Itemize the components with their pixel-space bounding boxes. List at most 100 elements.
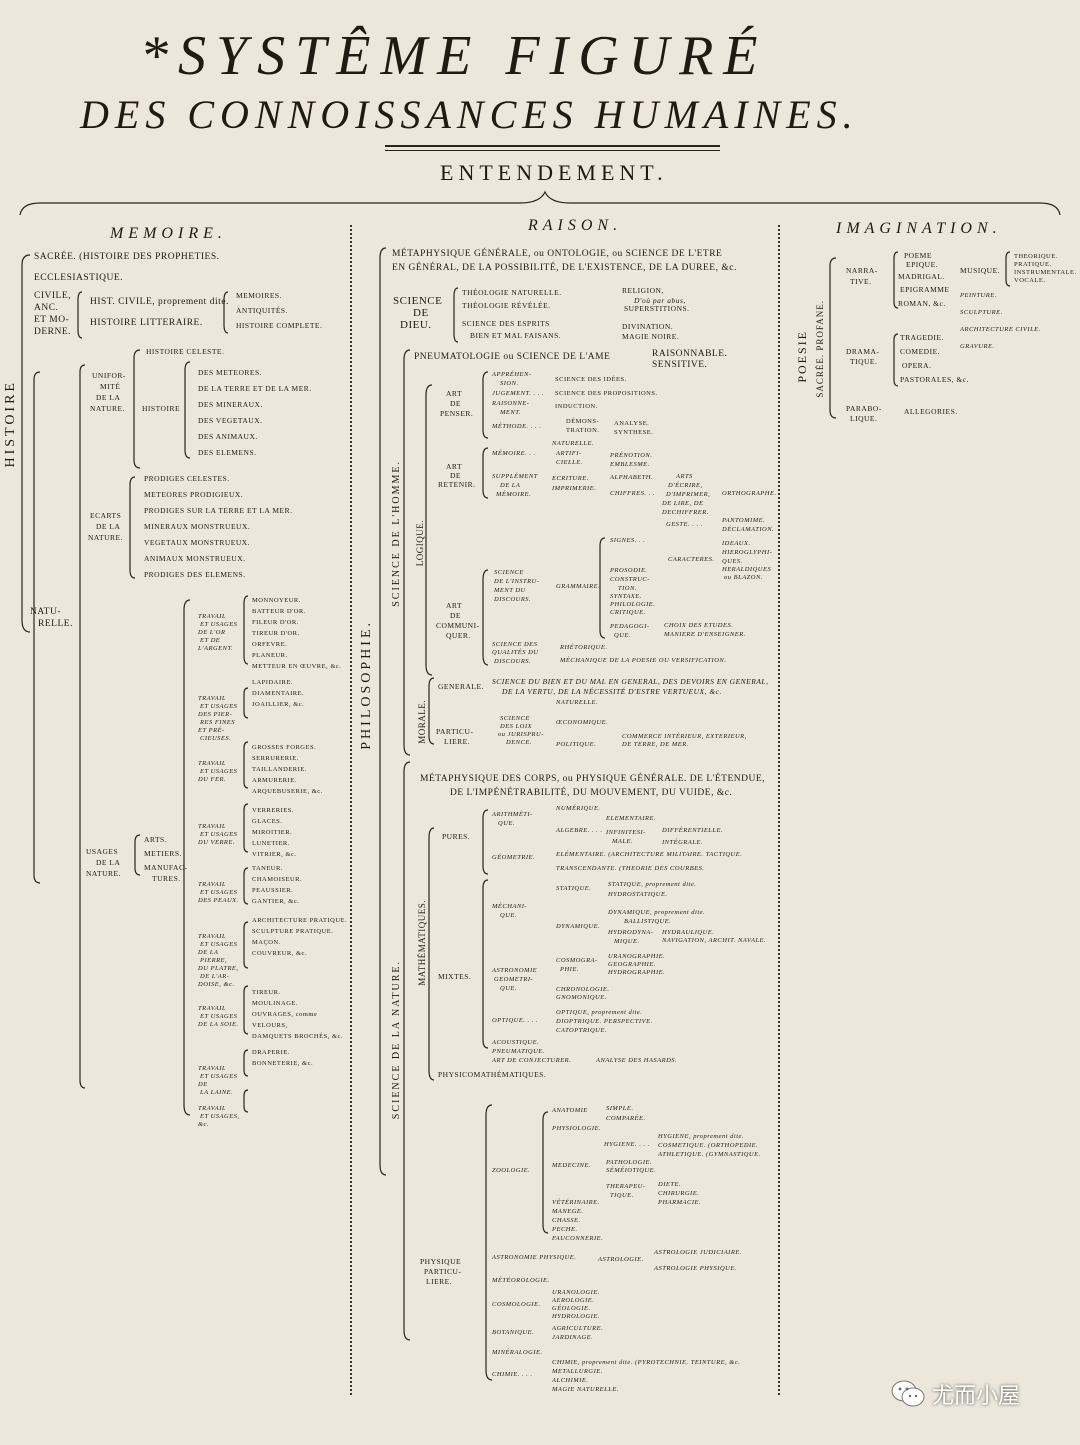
label-travail: TRAVAIL xyxy=(198,1065,226,1072)
item-generale: DE LA VERTU, DE LA NÉCESSITÉ D'ESTRE VER… xyxy=(502,687,722,696)
label-travail: DE L'OR xyxy=(198,629,226,636)
label-travail: TRAVAIL xyxy=(198,881,226,888)
label-ecarts: NATURE. xyxy=(88,533,123,542)
label-travail: ET USAGES, xyxy=(200,1113,240,1120)
item-travail: ARCHITECTURE PRATIQUE. xyxy=(252,917,348,924)
item-comm: ou BLAZON. xyxy=(724,574,763,581)
item-mixtes: STATIQUE, proprement dite. xyxy=(608,881,697,888)
label-art-penser: DE xyxy=(450,399,461,408)
label-poesie: POESIE xyxy=(795,330,809,383)
item-phys: COSMOLOGIE. xyxy=(492,1301,541,1308)
item-unif: DES ELEMENS. xyxy=(198,448,257,457)
label-travail: DU VERRE. xyxy=(198,839,235,846)
item-retenir: ECRITURE. xyxy=(552,475,589,482)
item-ecarts: VEGETAUX MONSTRUEUX. xyxy=(144,538,251,547)
item-ame: SENSITIVE. xyxy=(652,360,708,370)
divider-memoire-raison xyxy=(350,225,352,1395)
item-travail: GROSSES FORGES. xyxy=(252,744,317,751)
chat-bubbles-icon xyxy=(891,1380,925,1407)
item-phys: ASTROLOGIE PHYSIQUE. xyxy=(654,1265,737,1272)
item-pures: ALGEBRE. . . . xyxy=(556,827,603,834)
item-narr: EPIGRAMME xyxy=(900,285,950,294)
label-logique: LOGIQUE. xyxy=(415,520,425,567)
item-travail: JOAILLIER, &c. xyxy=(252,701,305,708)
item-comm: MÉCHANIQUE DE LA POESIE OU VERSIFICATION… xyxy=(560,657,727,664)
item-phys: SÉMÉIOTIQUE. xyxy=(606,1167,657,1174)
item-phys: JARDINAGE. xyxy=(552,1334,594,1341)
item-part: DENCE. xyxy=(506,739,532,746)
item-musique: MUSIQUE. xyxy=(960,266,1001,275)
item-retenir: PRÉNOTION. xyxy=(610,452,653,459)
label-science-homme: SCIENCE DE L'HOMME. xyxy=(391,460,402,607)
item-dieu-sub: MAGIE NOIRE. xyxy=(622,332,680,341)
label-travail: LA LAINE. xyxy=(200,1089,234,1096)
item-phys: VÉTÉRINAIRE. xyxy=(552,1199,600,1206)
item-mixtes: COSMOGRA- xyxy=(556,957,598,964)
item-mixtes: GEOMETRI- xyxy=(494,976,534,983)
item-phys: FAUCONNERIE. xyxy=(552,1235,604,1242)
item-comm: SYNTAXE. xyxy=(610,593,642,600)
label-art-retenir: DE xyxy=(450,471,461,480)
item-mixtes: QUE. xyxy=(500,912,517,919)
item-dieu-sub: SUPERSTITIONS. xyxy=(624,304,690,313)
label-art-retenir: RETENIR. xyxy=(438,480,476,489)
item-pures: ELÉMENTAIRE. (ARCHITECTURE MILITAIRE. TA… xyxy=(556,851,743,858)
item-mixtes: BALLISTIQUE. xyxy=(624,918,672,925)
item-dram: TRAGEDIE. xyxy=(900,333,944,342)
label-physique-part: PHYSIQUE xyxy=(420,1257,462,1266)
label-travail: PIERRE, xyxy=(200,957,228,964)
item-travail: GLACES. xyxy=(252,818,283,825)
label-travail: ET USAGES xyxy=(200,1073,238,1080)
item-unif: DES ANIMAUX. xyxy=(198,432,258,441)
item-dieu-sub: RELIGION, xyxy=(622,286,664,295)
label-travail: ET USAGES xyxy=(200,621,238,628)
item-phys: ATHLETIQUE. (GYMNASTIQUE. xyxy=(658,1151,761,1158)
item-usages: MANUFAC- xyxy=(144,863,188,872)
item-mus: THEORIQUE. xyxy=(1014,253,1058,260)
item-phys: THERAPEU- xyxy=(606,1183,646,1190)
item-comm: CRITIQUE. xyxy=(610,609,646,616)
label-ecarts: ECARTS xyxy=(90,511,122,520)
item-mixtes: NAVIGATION, ARCHIT. NAVALE. xyxy=(662,937,767,944)
item-retenir: MÉMOIRE. . . xyxy=(492,450,536,457)
item-mixtes: OPTIQUE, proprement dite. xyxy=(556,1009,643,1016)
item-comm: PROSODIE. xyxy=(610,567,648,574)
label-morale: MORALE. xyxy=(417,700,427,744)
item-travail: MAÇON. xyxy=(252,939,281,946)
item-retenir: DE LIRE, DE xyxy=(662,500,704,507)
item-phys: DIETE. xyxy=(658,1181,682,1188)
item-phys: MAGIE NATURELLE. xyxy=(552,1386,619,1393)
label-travail: ET USAGES xyxy=(200,889,238,896)
item-penser: MÉTHODE. . . . xyxy=(492,423,542,430)
label-art-penser: ART xyxy=(446,389,463,398)
label-parabolique: LIQUE. xyxy=(850,414,878,423)
item-phys: ALCHIMIE. xyxy=(552,1377,589,1384)
item-pures: INFINITESI- xyxy=(606,829,646,836)
item-pures: MALE. xyxy=(612,838,634,845)
label-travail: CIEUSES. xyxy=(200,735,232,742)
item-ecarts: METEORES PRODIGIEUX. xyxy=(144,490,244,499)
item-penser-sub: SCIENCE DES PROPOSITIONS. xyxy=(555,390,658,397)
label-art-communiquer: COMMUNI- xyxy=(436,621,480,630)
label-usages: USAGES xyxy=(86,847,119,856)
item-phys: ZOOLOGIE. xyxy=(492,1167,531,1174)
item-ecarts: PRODIGES SUR LA TERRE ET LA MER. xyxy=(144,506,293,515)
item-mixtes: QUE. xyxy=(500,985,517,992)
item-penser: RAISONNE- xyxy=(492,400,530,407)
label-travail: TRAVAIL xyxy=(198,1105,226,1112)
item-travail: COUVREUR, &c. xyxy=(252,950,308,957)
item-unif: DES VEGETAUX. xyxy=(198,416,263,425)
watermark: 尤而小屋 xyxy=(890,1378,1020,1410)
label-civile: ANC. xyxy=(34,303,59,313)
item-narr: EPIQUE. xyxy=(906,260,939,269)
item-comm: MENT DU xyxy=(494,587,526,594)
item-comm: CHOIX DES ETUDES. xyxy=(664,622,734,629)
item-travail: TAILLANDERIE. xyxy=(252,766,307,773)
label-uniformite: NATURE. xyxy=(90,404,125,413)
item-dieu: THÉOLOGIE NATURELLE. xyxy=(462,288,562,297)
item-retenir: CHIFFRES. . . xyxy=(610,490,655,497)
label-pures: PURES. xyxy=(442,832,471,841)
item-meta-corps: DE L'IMPÉNÉTRABILITÉ, DU MOUVEMENT, DU V… xyxy=(450,788,733,798)
item-comm: HIEROGLYPHI- xyxy=(722,549,773,556)
item-retenir: ORTHOGRAPHE. xyxy=(722,490,777,497)
